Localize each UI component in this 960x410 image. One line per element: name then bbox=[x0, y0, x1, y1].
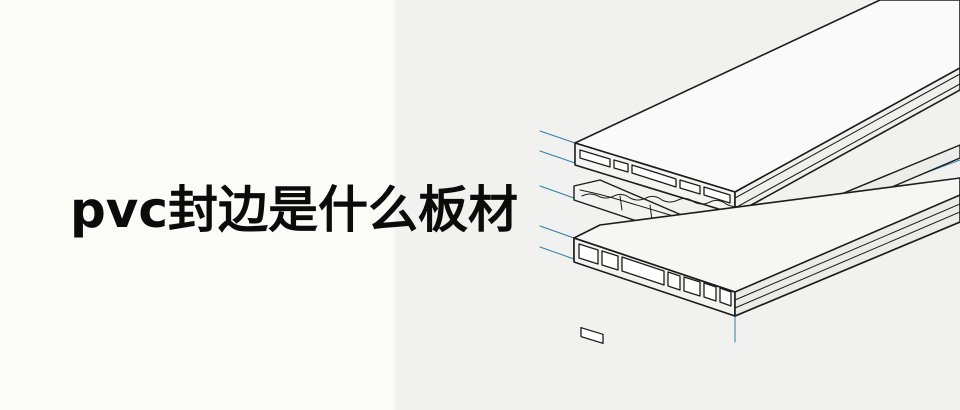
top-board-cells bbox=[579, 149, 731, 204]
page-title: pvc封边是什么板材 bbox=[70, 181, 519, 239]
top-board bbox=[574, 0, 960, 345]
bottom-board-cells bbox=[578, 243, 732, 307]
left-panel bbox=[0, 0, 395, 410]
